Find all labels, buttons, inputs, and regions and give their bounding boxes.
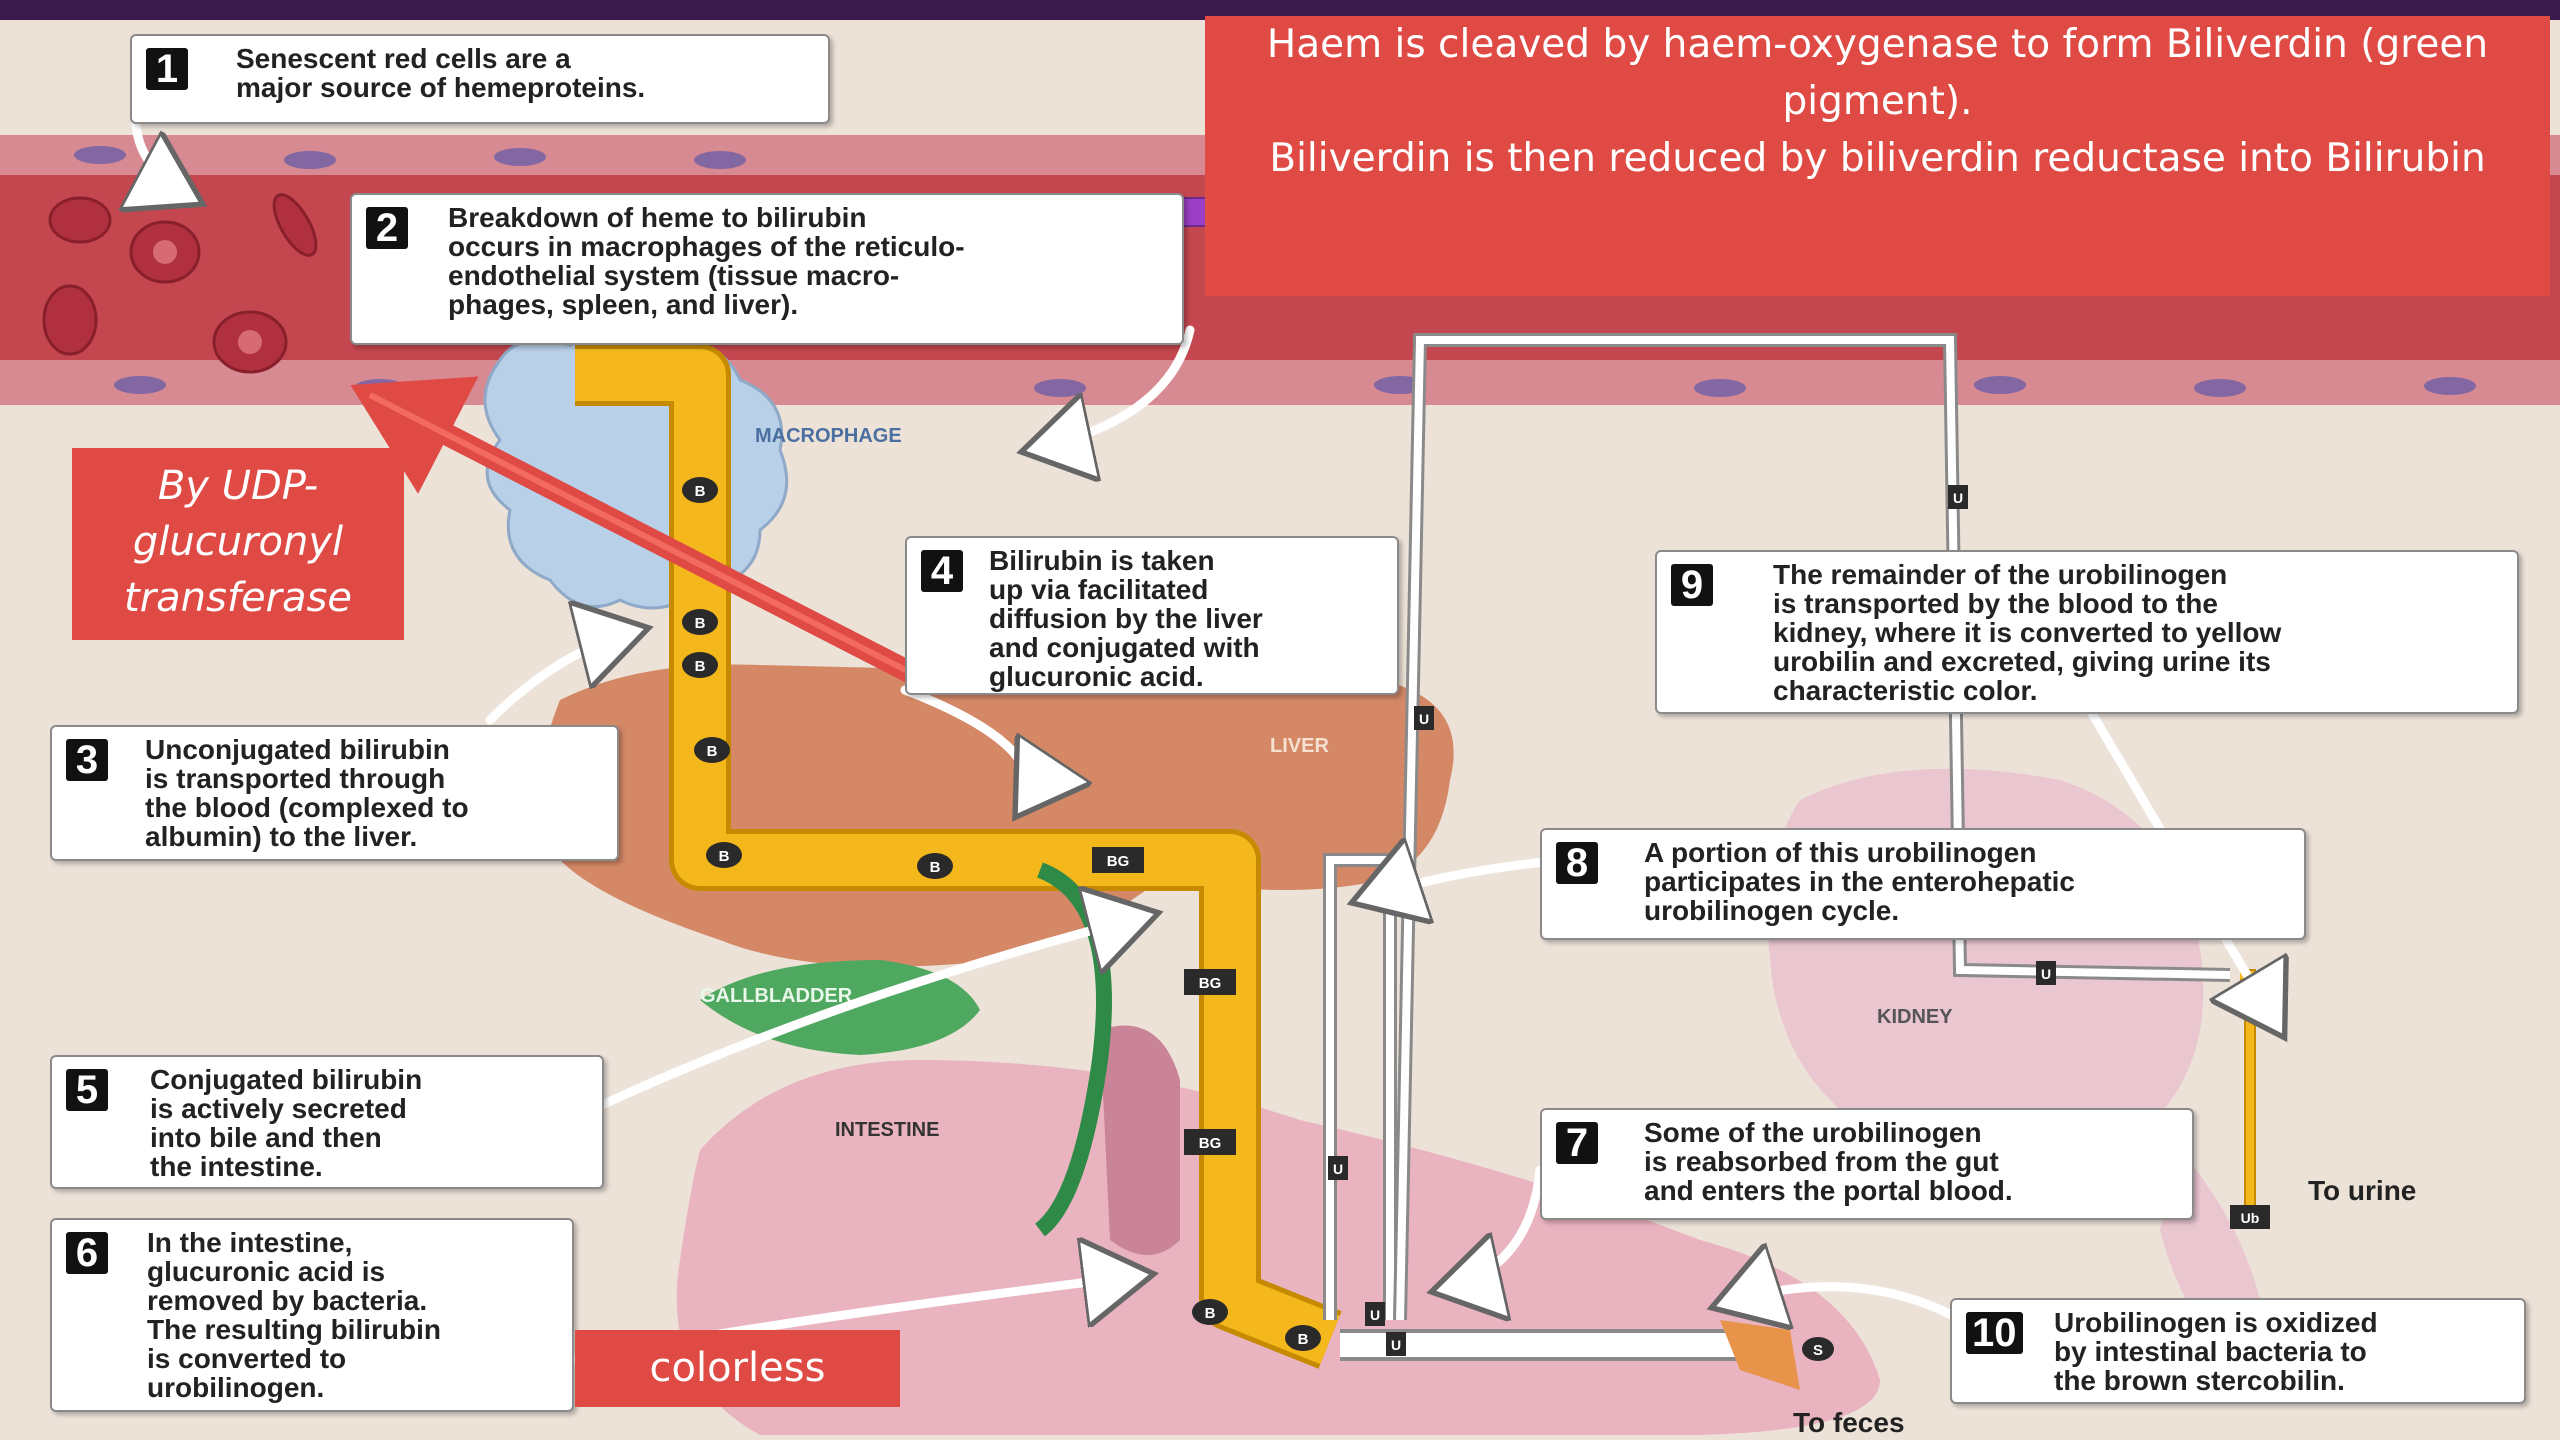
- marker-urobilinogen: U: [1386, 1332, 1406, 1356]
- callout-number: 6: [66, 1232, 108, 1274]
- svg-text:B: B: [719, 848, 730, 865]
- gallbladder-label: GALLBLADDER: [700, 985, 853, 1007]
- callout-9: 9 The remainder of the urobilinogen is t…: [1655, 550, 2519, 714]
- callout-number: 1: [146, 48, 188, 90]
- marker-bilirubin: B: [682, 652, 718, 678]
- callout-text: The remainder of the urobilinogen is tra…: [1773, 560, 2507, 705]
- svg-text:B: B: [695, 615, 706, 632]
- callout-8: 8 A portion of this urobilinogen partici…: [1540, 828, 2306, 940]
- macrophage-label: MACROPHAGE: [755, 425, 902, 447]
- callout-text: Bilirubin is taken up via facilitated di…: [989, 546, 1387, 691]
- marker-bilirubin-glucuronide: BG: [1092, 847, 1144, 873]
- callout-3: 3 Unconjugated bilirubin is transported …: [50, 725, 619, 861]
- svg-text:U: U: [1370, 1307, 1380, 1323]
- marker-urobilinogen: U: [1365, 1302, 1385, 1326]
- marker-stercobilin: S: [1802, 1337, 1834, 1361]
- marker-bilirubin: B: [706, 842, 742, 868]
- callout-1: 1 Senescent red cells are a major source…: [130, 34, 830, 124]
- marker-bilirubin-glucuronide: BG: [1184, 969, 1236, 995]
- marker-bilirubin: B: [917, 853, 953, 879]
- marker-bilirubin: B: [682, 609, 718, 635]
- callout-10: 10 Urobilinogen is oxidized by intestina…: [1950, 1298, 2526, 1404]
- svg-text:U: U: [1391, 1337, 1401, 1353]
- colorless-note: colorless: [575, 1330, 900, 1407]
- marker-urobilinogen: U: [2036, 961, 2056, 985]
- callout-number: 4: [921, 550, 963, 592]
- svg-text:BG: BG: [1199, 975, 1222, 992]
- marker-urobilinogen: U: [1948, 485, 1968, 509]
- callout-7: 7 Some of the urobilinogen is reabsorbed…: [1540, 1108, 2194, 1220]
- callout-number: 9: [1671, 564, 1713, 606]
- callout-text: In the intestine, glucuronic acid is rem…: [147, 1228, 562, 1402]
- callout-number: 3: [66, 739, 108, 781]
- marker-bilirubin: B: [1285, 1325, 1321, 1351]
- marker-bilirubin: B: [682, 477, 718, 503]
- callout-number: 10: [1966, 1312, 2023, 1354]
- callout-6: 6 In the intestine, glucuronic acid is r…: [50, 1218, 574, 1412]
- callout-text: Conjugated bilirubin is actively secrete…: [150, 1065, 592, 1181]
- intestine-label: INTESTINE: [835, 1119, 939, 1141]
- to-feces-label: To feces: [1793, 1407, 1905, 1438]
- callout-4: 4 Bilirubin is taken up via facilitated …: [905, 536, 1399, 695]
- svg-text:BG: BG: [1107, 853, 1130, 870]
- marker-bilirubin: B: [694, 737, 730, 763]
- liver-label: LIVER: [1270, 735, 1329, 757]
- marker-urobilin: Ub: [2230, 1205, 2270, 1229]
- svg-text:U: U: [1333, 1161, 1343, 1177]
- callout-number: 8: [1556, 842, 1598, 884]
- haem-oxygenase-note: Haem is cleaved by haem-oxygenase to for…: [1205, 16, 2550, 296]
- svg-text:U: U: [2041, 966, 2051, 982]
- to-urine-label: To urine: [2308, 1175, 2416, 1206]
- enzyme-note: By UDP-glucuronyl transferase: [72, 448, 404, 640]
- callout-2: 2 Breakdown of heme to bilirubin occurs …: [350, 193, 1184, 345]
- svg-text:U: U: [1953, 490, 1963, 506]
- svg-text:B: B: [930, 859, 941, 876]
- svg-text:U: U: [1419, 711, 1429, 727]
- svg-text:B: B: [1298, 1331, 1309, 1348]
- marker-urobilinogen: U: [1328, 1156, 1348, 1180]
- svg-text:B: B: [707, 743, 718, 760]
- svg-text:Ub: Ub: [2241, 1210, 2260, 1226]
- callout-text: Urobilinogen is oxidized by intestinal b…: [2054, 1308, 2514, 1395]
- callout-number: 5: [66, 1069, 108, 1111]
- svg-text:S: S: [1813, 1342, 1823, 1359]
- callout-text: Unconjugated bilirubin is transported th…: [145, 735, 607, 851]
- callout-5: 5 Conjugated bilirubin is actively secre…: [50, 1055, 604, 1189]
- callout-text: Senescent red cells are a major source o…: [236, 44, 818, 102]
- kidney-label: KIDNEY: [1877, 1006, 1953, 1028]
- callout-number: 7: [1556, 1122, 1598, 1164]
- callout-text: Some of the urobilinogen is reabsorbed f…: [1644, 1118, 2182, 1205]
- svg-text:B: B: [695, 658, 706, 675]
- callout-number: 2: [366, 207, 408, 249]
- callout-text: A portion of this urobilinogen participa…: [1644, 838, 2294, 925]
- svg-text:BG: BG: [1199, 1135, 1222, 1152]
- marker-bilirubin: B: [1192, 1299, 1228, 1325]
- marker-bilirubin-glucuronide: BG: [1184, 1129, 1236, 1155]
- svg-text:B: B: [1205, 1305, 1216, 1322]
- duodenum-shape: [1100, 1026, 1180, 1255]
- marker-urobilinogen: U: [1414, 706, 1434, 730]
- svg-text:B: B: [695, 483, 706, 500]
- callout-text: Breakdown of heme to bilirubin occurs in…: [448, 203, 1172, 319]
